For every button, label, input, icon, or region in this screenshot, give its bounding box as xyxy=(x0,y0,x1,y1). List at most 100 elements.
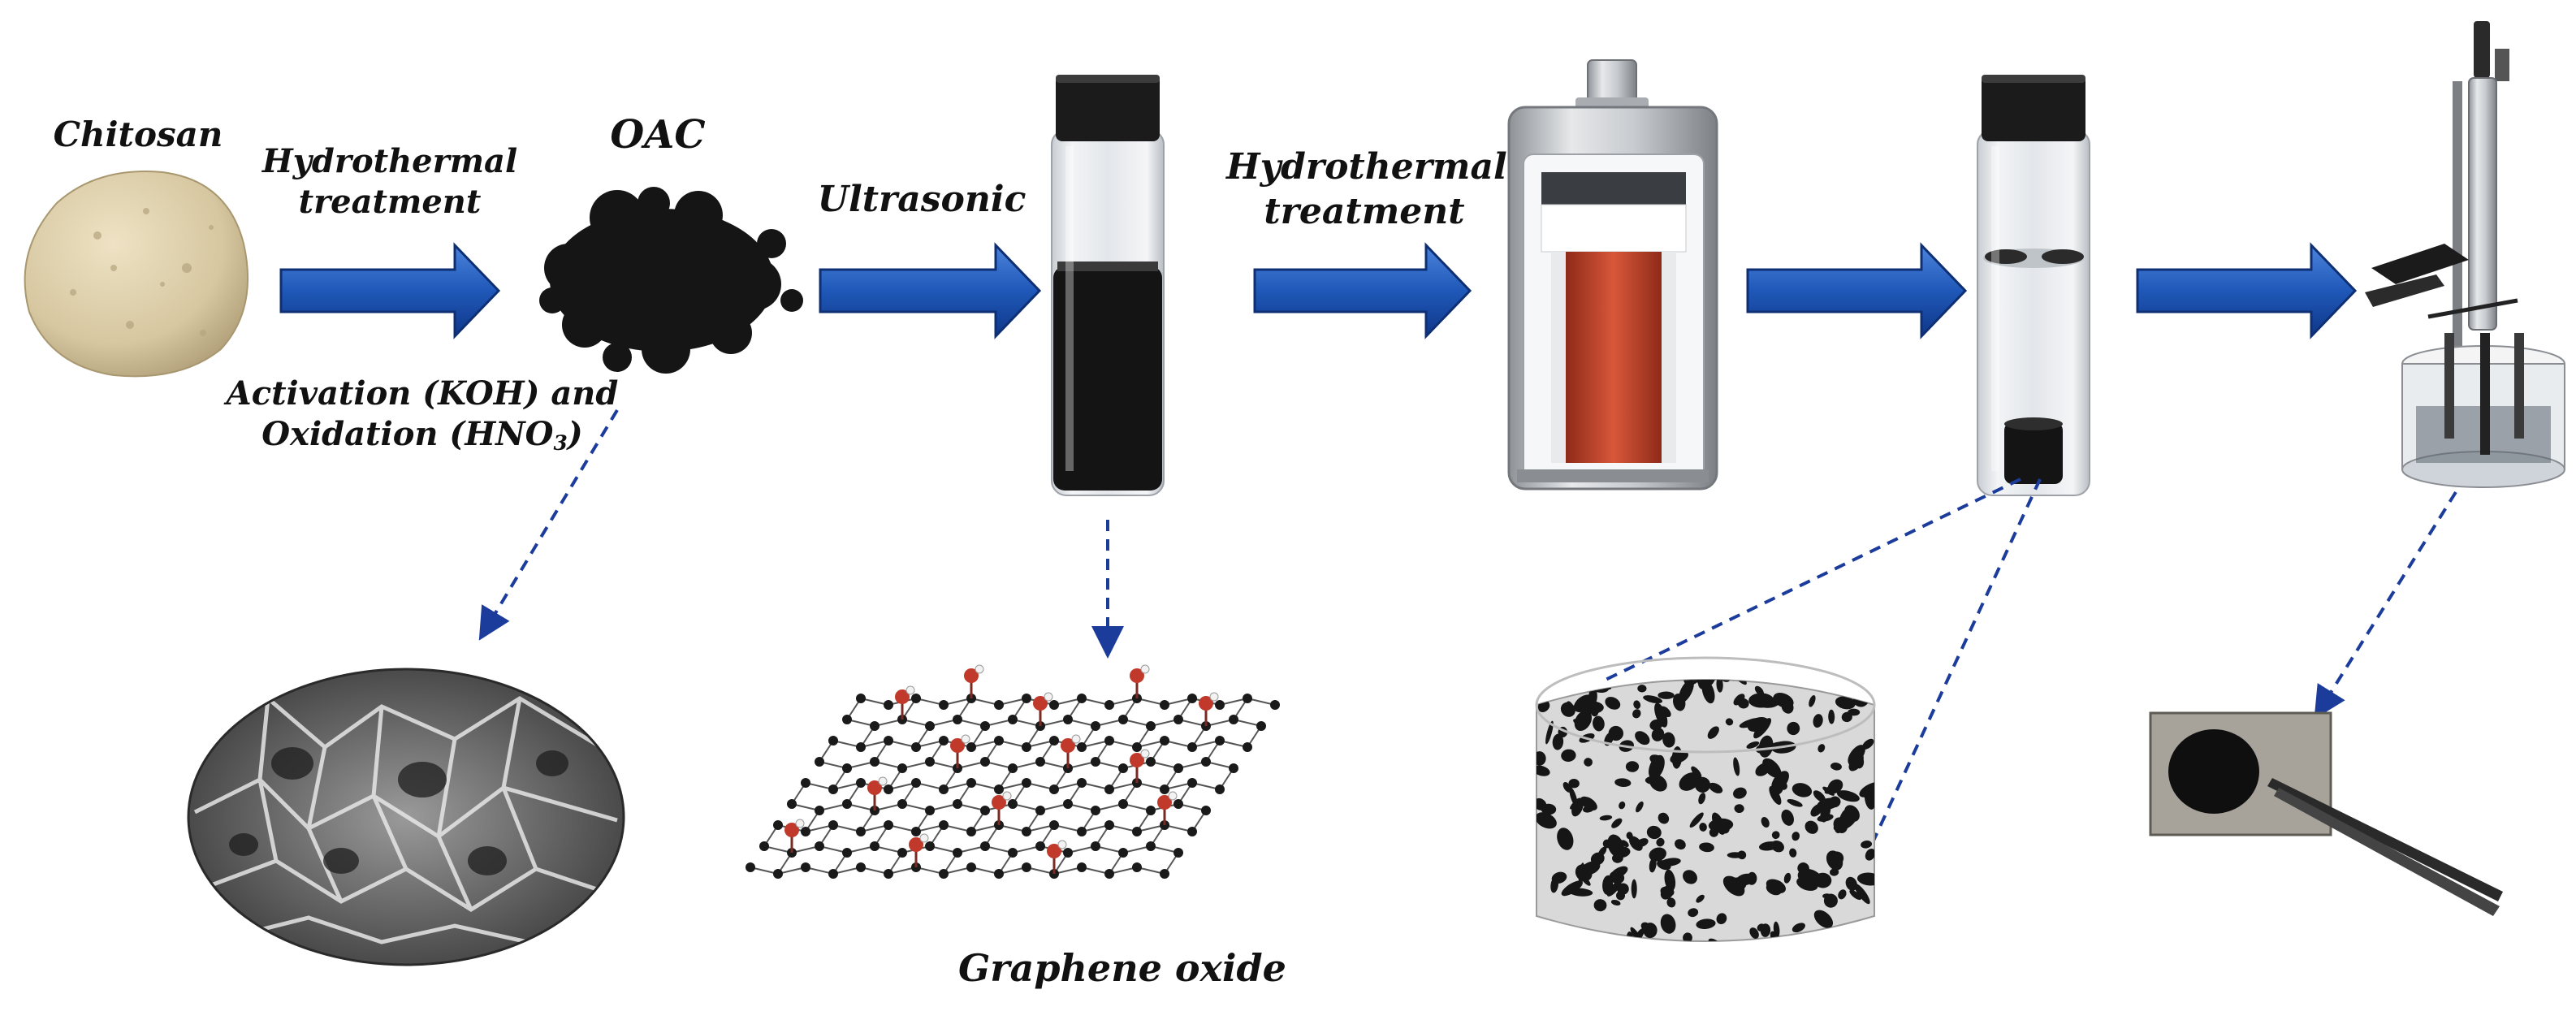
go-hydrogen-atom xyxy=(1168,791,1178,801)
monolith-pore xyxy=(1658,691,1675,699)
monolith-pore xyxy=(1699,842,1714,853)
monolith-pore xyxy=(1760,923,1771,937)
monolith-pore xyxy=(1755,763,1771,776)
monolith-pore xyxy=(1853,663,1871,681)
go-carbon-atom xyxy=(856,694,866,703)
go-carbon-atom xyxy=(773,869,783,879)
go-carbon-atom xyxy=(1187,778,1197,788)
go-carbon-atom xyxy=(925,806,935,815)
go-carbon-atom xyxy=(1187,827,1197,836)
monolith-pore xyxy=(1838,889,1847,900)
go-carbon-atom xyxy=(1049,700,1059,710)
go-carbon-atom xyxy=(1104,784,1114,794)
monolith-pore xyxy=(1679,772,1700,791)
go-carbon-atom xyxy=(966,827,976,836)
go-carbon-atom xyxy=(856,742,866,752)
go-carbon-atom xyxy=(966,742,976,752)
process-arrow-3 xyxy=(1253,242,1472,339)
label-hydrothermal-treatment-2: Hydrothermal treatment xyxy=(1226,145,1507,234)
monolith-pore xyxy=(1817,814,1834,822)
go-oxygen-atom xyxy=(1157,795,1172,810)
monolith-pore xyxy=(1620,840,1629,848)
go-oxygen-atom xyxy=(1130,668,1144,683)
monolith-pore xyxy=(1733,757,1740,776)
go-carbon-atom xyxy=(870,721,880,731)
monolith-pore xyxy=(1845,876,1857,891)
go-carbon-atom xyxy=(842,799,852,809)
go-carbon-atom xyxy=(1091,721,1100,731)
monolith-pore xyxy=(1615,891,1626,901)
go-oxygen-atom xyxy=(909,837,923,852)
monolith-pore xyxy=(1602,875,1614,895)
monolith-pore xyxy=(1571,797,1584,817)
go-carbon-atom xyxy=(1008,763,1018,773)
monolith-pore xyxy=(1654,702,1668,728)
monolith-pore xyxy=(1716,680,1723,693)
sem-micrograph-image xyxy=(187,668,625,966)
monolith-pore xyxy=(1748,693,1774,708)
electrode-sample-image xyxy=(2149,711,2503,916)
go-hydrogen-atom xyxy=(1044,692,1053,702)
monolith-pore xyxy=(1830,763,1842,771)
go-carbon-atom xyxy=(966,778,976,788)
monolith-pore xyxy=(1643,695,1663,704)
monolith-pore xyxy=(1593,715,1605,732)
go-carbon-atom xyxy=(1104,869,1114,879)
go-hydrogen-atom xyxy=(1071,734,1081,744)
monolith-pore xyxy=(1557,828,1574,850)
go-carbon-atom xyxy=(911,827,921,836)
monolith-pore xyxy=(1593,899,1607,912)
go-carbon-atom xyxy=(1035,806,1045,815)
monolith-pore xyxy=(1777,780,1787,790)
go-carbon-atom xyxy=(1049,820,1059,830)
go-carbon-atom xyxy=(966,862,976,872)
go-carbon-atom xyxy=(939,784,949,794)
monolith-pore xyxy=(1561,880,1583,897)
go-carbon-atom xyxy=(1187,694,1197,703)
monolith-pore xyxy=(1583,805,1595,813)
hydrogel-to-monolith-connector-left xyxy=(1603,478,2021,682)
monolith-pore xyxy=(1770,668,1782,681)
go-hydrogen-atom xyxy=(975,664,984,674)
monolith-pore xyxy=(1826,850,1843,871)
monolith-pore xyxy=(1737,850,1747,860)
go-carbon-atom xyxy=(828,736,838,746)
monolith-pore xyxy=(1813,910,1834,928)
go-carbon-atom xyxy=(1243,694,1252,703)
monolith-pore xyxy=(1681,668,1692,680)
go-carbon-atom xyxy=(1187,742,1197,752)
electrochemical-cell-image xyxy=(2365,21,2565,488)
hydrogel-vial xyxy=(1977,75,2090,496)
go-carbon-atom xyxy=(1022,742,1031,752)
monolith-pore xyxy=(1633,700,1641,710)
go-carbon-atom xyxy=(1049,736,1059,746)
monolith-pore xyxy=(1792,783,1813,797)
go-carbon-atom xyxy=(801,862,810,872)
go-carbon-atom xyxy=(1022,827,1031,836)
go-carbon-atom xyxy=(884,869,893,879)
monolith-pore xyxy=(1705,941,1714,953)
label-activation-oxidation: Activation (KOH) and Oxidation (HNO3) xyxy=(203,374,642,456)
monolith-pore xyxy=(1773,693,1794,708)
monolith-pore xyxy=(1836,790,1860,802)
monolith-pore xyxy=(1698,793,1706,805)
go-oxygen-atom xyxy=(1033,696,1048,711)
monolith-pore xyxy=(1545,720,1554,745)
monolith-pore xyxy=(1783,872,1792,884)
monolith-pore xyxy=(1689,812,1704,828)
graphene-oxide-model xyxy=(746,664,1280,879)
monolith-pore xyxy=(1610,866,1628,879)
monolith-pore xyxy=(1670,750,1689,763)
go-carbon-atom xyxy=(1008,799,1018,809)
go-carbon-atom xyxy=(1132,827,1142,836)
monolith-pore xyxy=(1809,695,1816,707)
go-carbon-atom xyxy=(842,763,852,773)
monolith-pore xyxy=(1813,790,1826,802)
go-oxygen-atom xyxy=(784,823,799,837)
go-oxygen-atom xyxy=(964,668,979,683)
go-hydrogen-atom xyxy=(1140,749,1150,759)
go-carbon-atom xyxy=(897,799,907,809)
monolith-pore xyxy=(1562,782,1571,793)
monolith-pore xyxy=(1766,883,1782,896)
